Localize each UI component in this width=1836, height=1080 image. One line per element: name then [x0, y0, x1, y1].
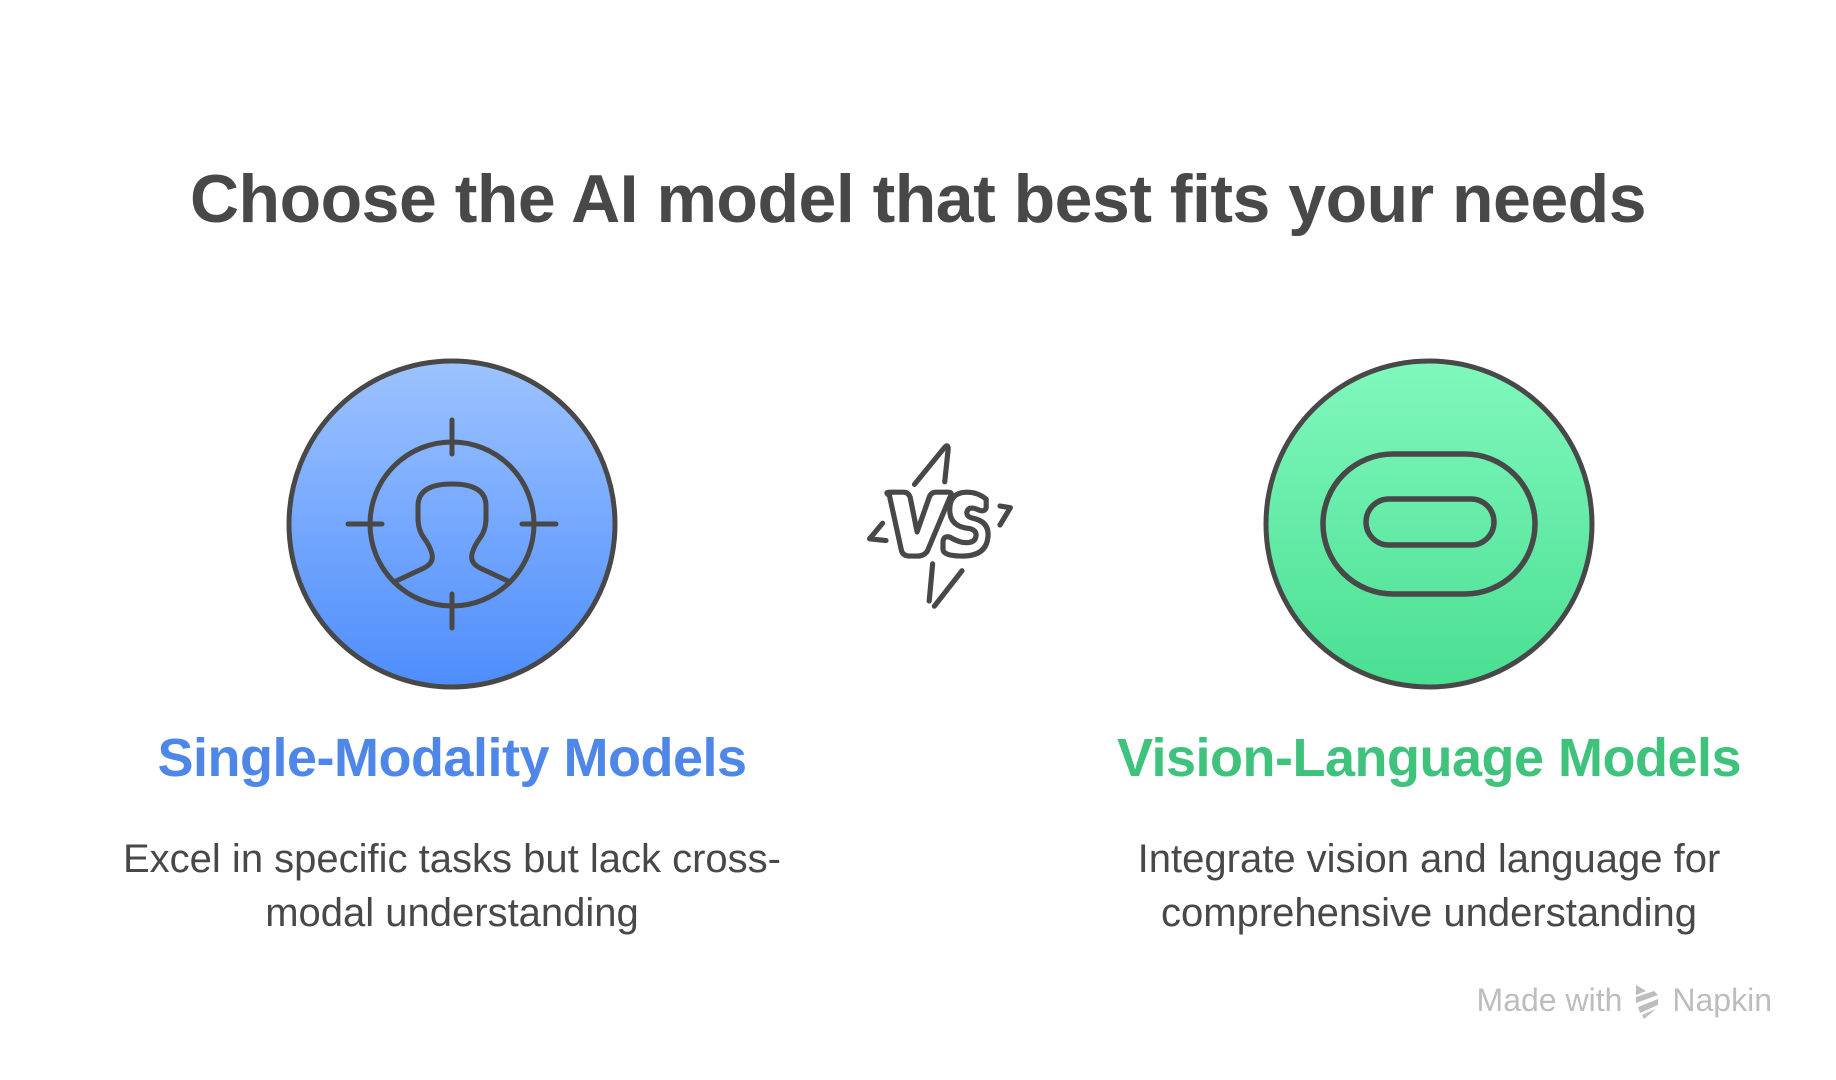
vs-icon — [848, 420, 1038, 630]
vision-language-description-line2: comprehensive understanding — [1161, 891, 1697, 935]
napkin-brand-label: Napkin — [1672, 982, 1772, 1018]
vs-lightning-icon — [867, 443, 1013, 609]
page-title: Choose the AI model that best fits your … — [189, 161, 1647, 237]
vr-headset-icon — [1263, 358, 1595, 690]
made-with-napkin-badge[interactable]: Made with Napkin — [1477, 982, 1772, 1019]
vision-language-description: Integrate vision and language for compre… — [1029, 832, 1829, 940]
napkin-logo-icon — [1636, 984, 1659, 1019]
target-person-icon — [286, 358, 618, 690]
single-modality-description-line2: modal understanding — [265, 891, 639, 935]
single-modality-icon-circle — [284, 356, 620, 692]
vision-language-heading: Vision-Language Models — [1116, 728, 1742, 788]
vision-language-description-line1: Integrate vision and language for — [1137, 837, 1721, 881]
single-modality-description-line1: Excel in specific tasks but lack cross- — [123, 837, 781, 881]
single-modality-description: Excel in specific tasks but lack cross- … — [52, 832, 852, 940]
vision-language-icon-circle — [1261, 356, 1597, 692]
made-with-label: Made with — [1476, 982, 1623, 1018]
single-modality-heading: Single-Modality Models — [157, 728, 747, 788]
